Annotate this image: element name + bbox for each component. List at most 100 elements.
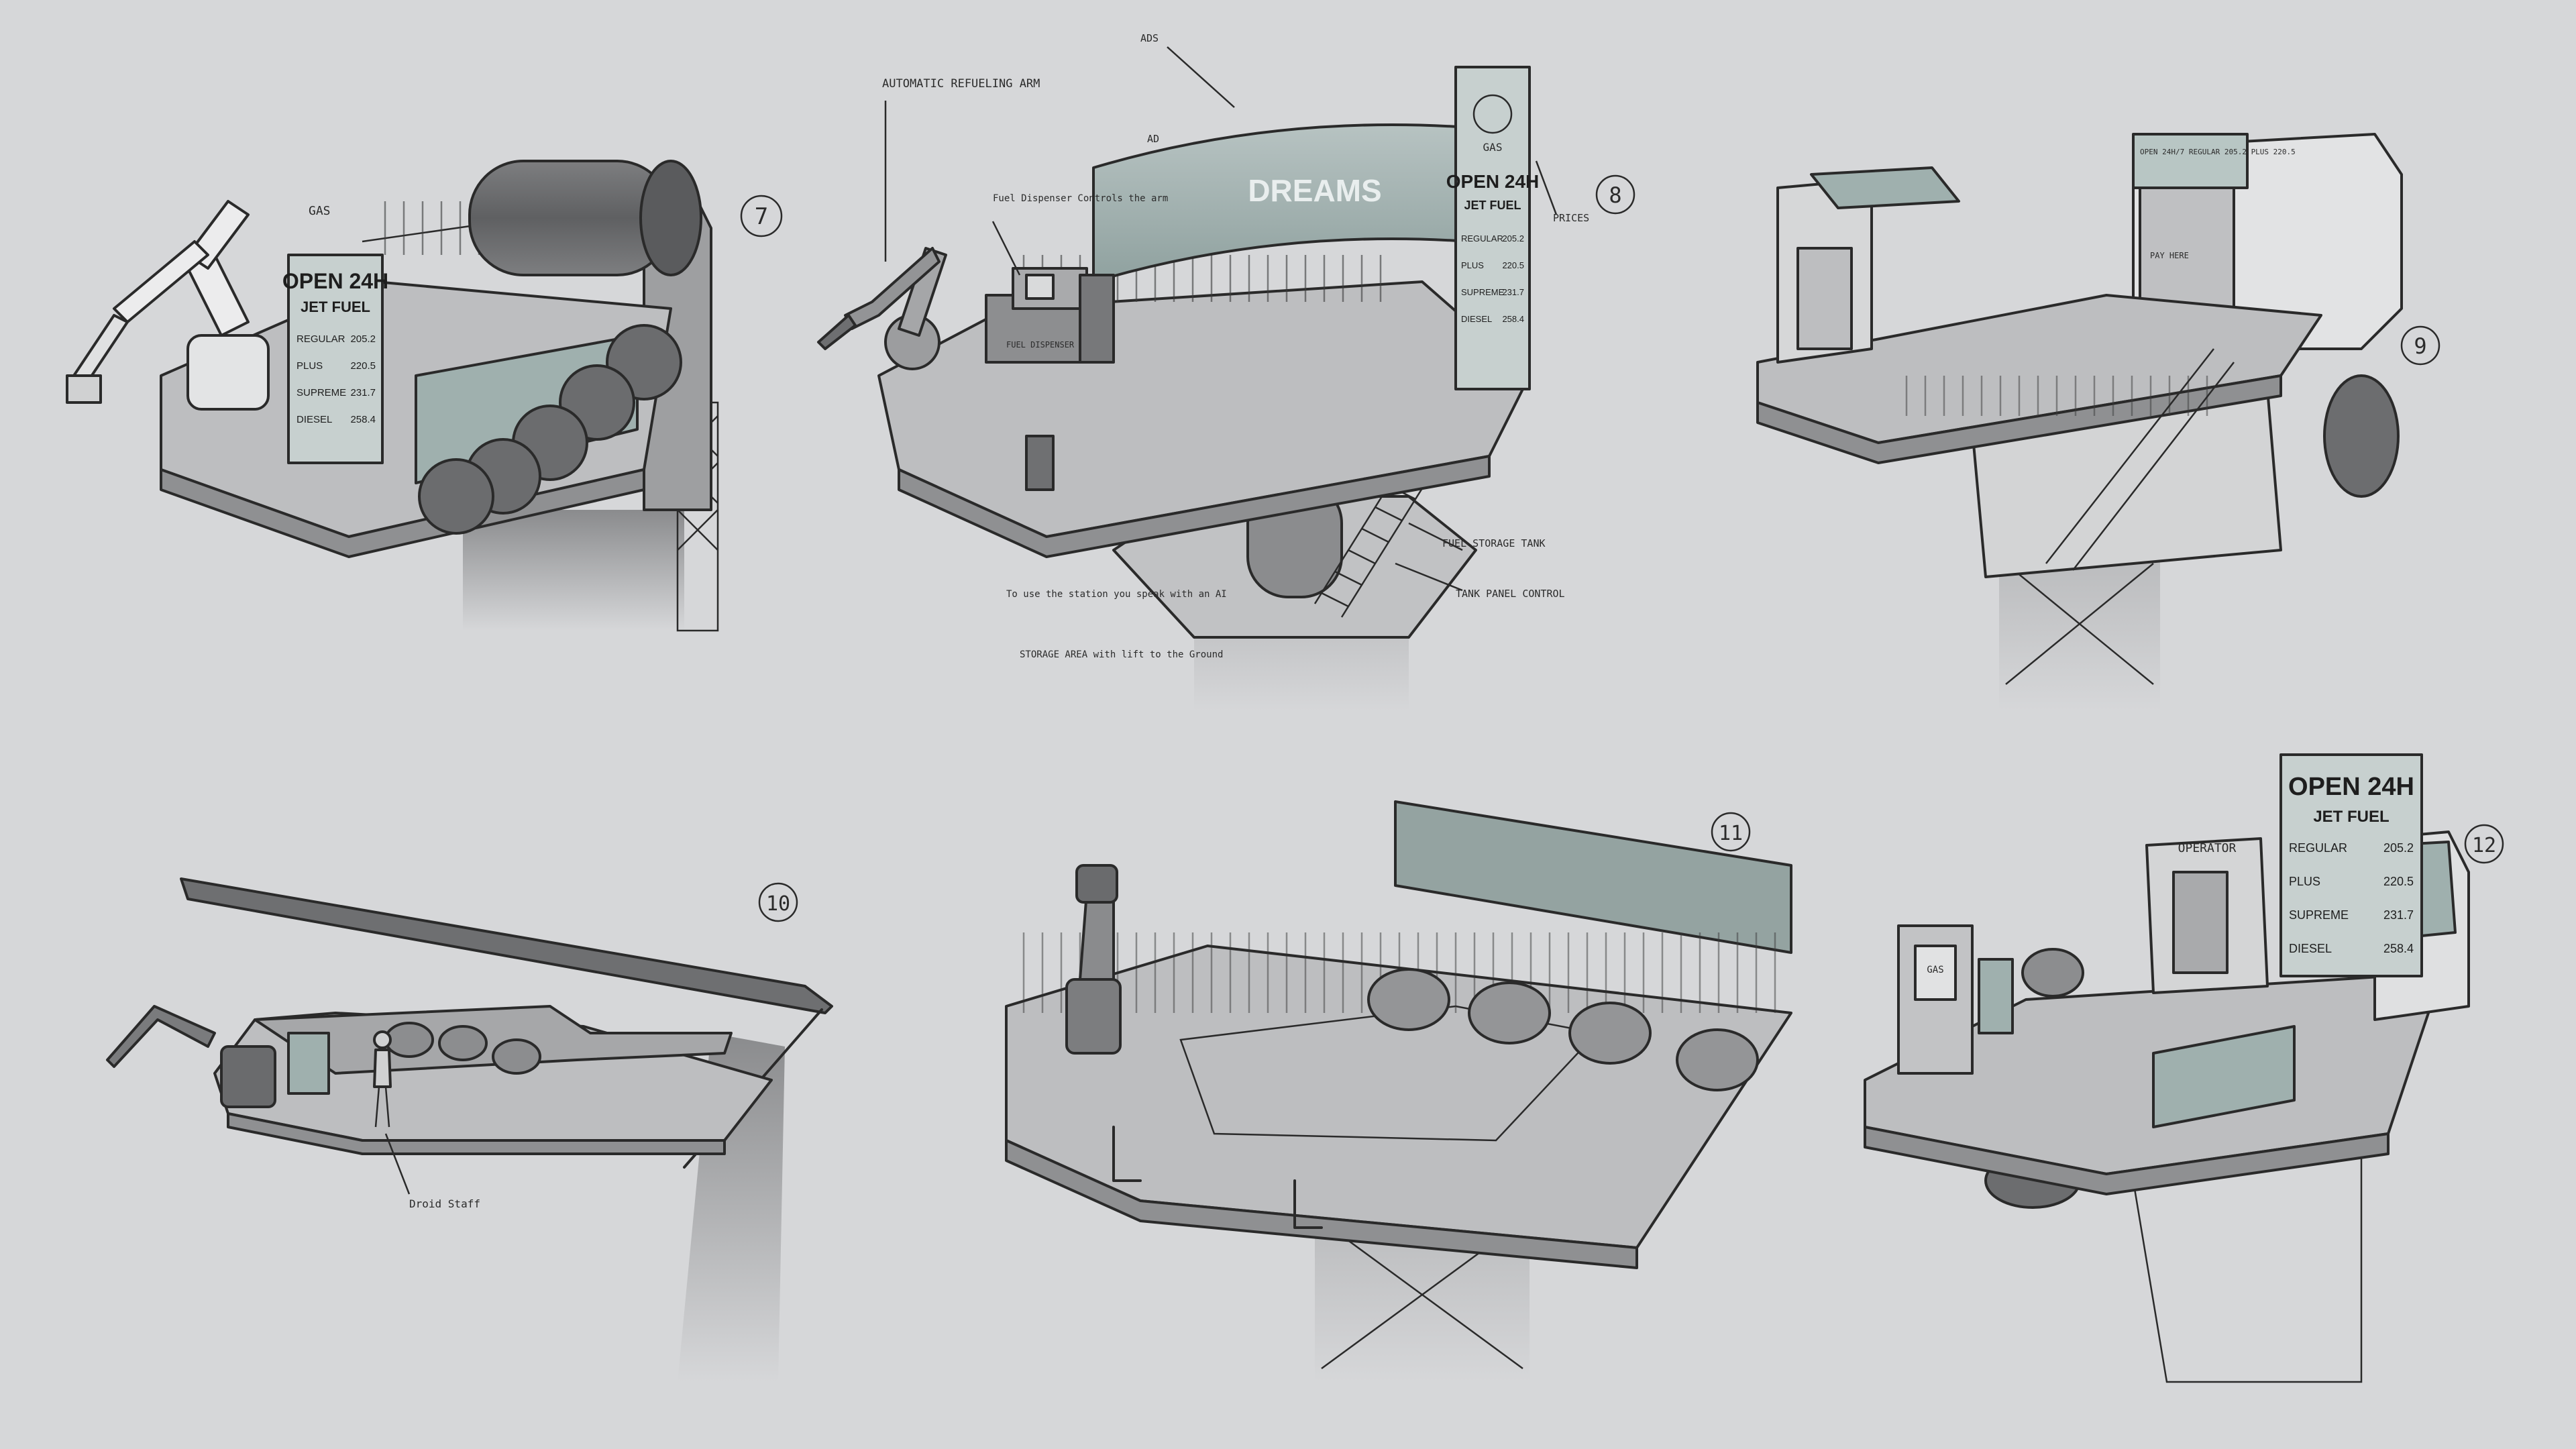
sign-row-price: 220.5 (1502, 260, 1524, 270)
glass-canopy (1810, 166, 1960, 209)
platform-edge (898, 455, 1491, 558)
sign-row-name: SUPREME (1461, 287, 1505, 297)
fuel-dispenser: GAS (1897, 924, 2014, 1075)
domes (1367, 968, 1759, 1091)
sign-row-price: 205.2 (350, 333, 376, 345)
concept-8: DREAMS FUEL DISPENSER GAS OPEN 24H JET F… (817, 32, 1635, 711)
platform-edge (160, 468, 645, 558)
note-storage-area: STORAGE AREA with lift to the Ground (1020, 649, 1223, 660)
platform-edge (1005, 1139, 1638, 1269)
annotation-lines (884, 46, 1558, 592)
sign-row-price: 258.4 (1502, 314, 1524, 324)
clamp-hook (1112, 1126, 1142, 1182)
concept-number-circle (740, 195, 783, 237)
note-ad: AD (1147, 133, 1159, 145)
concept-number-circle (2464, 824, 2504, 864)
tank-row (418, 324, 682, 535)
note-prices: PRICES (1553, 212, 1589, 224)
price-sign-12: OPEN 24H JET FUEL REGULAR 205.2 PLUS 220… (2279, 753, 2423, 977)
dome (438, 1025, 488, 1061)
concept-number: 10 (766, 892, 790, 916)
tower-lattice-cross (2005, 563, 2154, 685)
sign-title: OPEN 24H (2288, 773, 2414, 801)
concept-number-circle (1595, 174, 1635, 215)
sign-row-price: 231.7 (350, 387, 376, 398)
fuel-dispenser: FUEL DISPENSER (985, 267, 1115, 364)
glass-panel (287, 1032, 330, 1095)
note-automatic-arm: AUTOMATIC REFUELING ARM (882, 77, 1040, 91)
operator-booth: OPERATOR (2145, 837, 2269, 994)
concept-9: OPEN 24H/7 REGULAR 205.2 PLUS 220.5 PAY … (1756, 133, 2440, 711)
side-engine (2323, 374, 2400, 498)
note-fuel-storage-tank: FUEL STORAGE TANK (1442, 537, 1546, 549)
sign-row-name: PLUS (2289, 875, 2320, 888)
tower-support (2132, 1152, 2363, 1383)
concept-number: 7 (755, 203, 768, 230)
sign-row-price: 220.5 (350, 360, 376, 372)
dome (384, 1022, 434, 1058)
platform-edge (1864, 1126, 2390, 1195)
concept-number-circle (1711, 812, 1751, 852)
fuel-tank-large (468, 160, 702, 276)
sign-row-name: DIESEL (1461, 314, 1492, 324)
concept-number-circle (2400, 325, 2440, 366)
fuel-dispenser (220, 1045, 276, 1108)
sign-row-price: 205.2 (1502, 233, 1524, 244)
concept-number: 11 (1719, 822, 1743, 845)
price-sign-7: OPEN 24H JET FUEL REGULAR 205.2 PLUS 220… (282, 254, 388, 464)
note-ai: To use the station you speak with an AI (1006, 589, 1227, 600)
sign-row-name: PLUS (297, 360, 323, 372)
tower-support (463, 510, 684, 631)
sign-row-price: 258.4 (350, 414, 376, 425)
overhead-boom (180, 877, 833, 1014)
stairs (2045, 348, 2235, 571)
clamp-hook (1293, 1179, 1323, 1229)
dome (492, 1038, 541, 1075)
dome (2021, 948, 2084, 998)
tower-support (1999, 550, 2160, 711)
concept-number: 8 (1609, 182, 1621, 208)
sign-subtitle: JET FUEL (1464, 199, 1521, 212)
dispenser-label: FUEL DISPENSER (1006, 340, 1075, 350)
platform-deck (877, 280, 1531, 538)
billboard-text: DREAMS (1248, 173, 1381, 208)
railing-bars (1898, 376, 2220, 416)
droid-figure (373, 1030, 392, 1128)
sign-row-price: 231.7 (2383, 908, 2414, 922)
price-sign-8: GAS OPEN 24H JET FUEL REGULAR 205.2 PLUS… (1446, 66, 1540, 390)
note-ads: ADS (1140, 32, 1159, 44)
concept-number: 12 (2472, 834, 2496, 857)
gas-logo-label: GAS (309, 204, 331, 218)
hours-sign (2132, 133, 2249, 189)
sign-row-name: REGULAR (1461, 233, 1503, 244)
gas-logo-label: GAS (1483, 141, 1503, 154)
glass-panel (2152, 1025, 2296, 1128)
concept-number-circle (758, 882, 798, 922)
concept-7: OPEN 24H JET FUEL REGULAR 205.2 PLUS 220… (66, 160, 783, 632)
sign-row-name: DIESEL (2289, 942, 2332, 955)
tank-panel-control (1025, 435, 1055, 491)
concept-12: OPERATOR GAS OPEN 24H JET FUEL REGULAR 2… (1864, 753, 2504, 1383)
hours-sign-text: OPEN 24H/7 REGULAR 205.2 PLUS 220.5 (2140, 148, 2296, 156)
sign-row-price: 231.7 (1502, 287, 1524, 297)
sign-subtitle: JET FUEL (301, 299, 370, 315)
robotic-refuel-arm (1065, 864, 1122, 1055)
platform-edge (227, 1112, 726, 1155)
sign-subtitle: JET FUEL (2313, 808, 2389, 826)
sign-row-price: 205.2 (2383, 841, 2414, 855)
sign-row-name: PLUS (1461, 260, 1484, 270)
concept-10: Droid Staff 10 (106, 877, 833, 1382)
concept-number: 9 (2414, 333, 2426, 359)
operator-label: OPERATOR (2178, 841, 2237, 855)
sign-title: OPEN 24H (1446, 171, 1540, 192)
sign-row-name: SUPREME (2289, 908, 2349, 922)
note-droid-staff: Droid Staff (409, 1197, 480, 1210)
robotic-refuel-arm (66, 200, 270, 411)
sign-row-name: DIESEL (297, 414, 332, 425)
sign-row-name: SUPREME (297, 387, 346, 398)
sign-title: OPEN 24H (282, 269, 388, 293)
concept-11: 11 (1005, 800, 1792, 1382)
sign-row-price: 258.4 (2383, 942, 2414, 955)
sign-row-price: 220.5 (2383, 875, 2414, 888)
